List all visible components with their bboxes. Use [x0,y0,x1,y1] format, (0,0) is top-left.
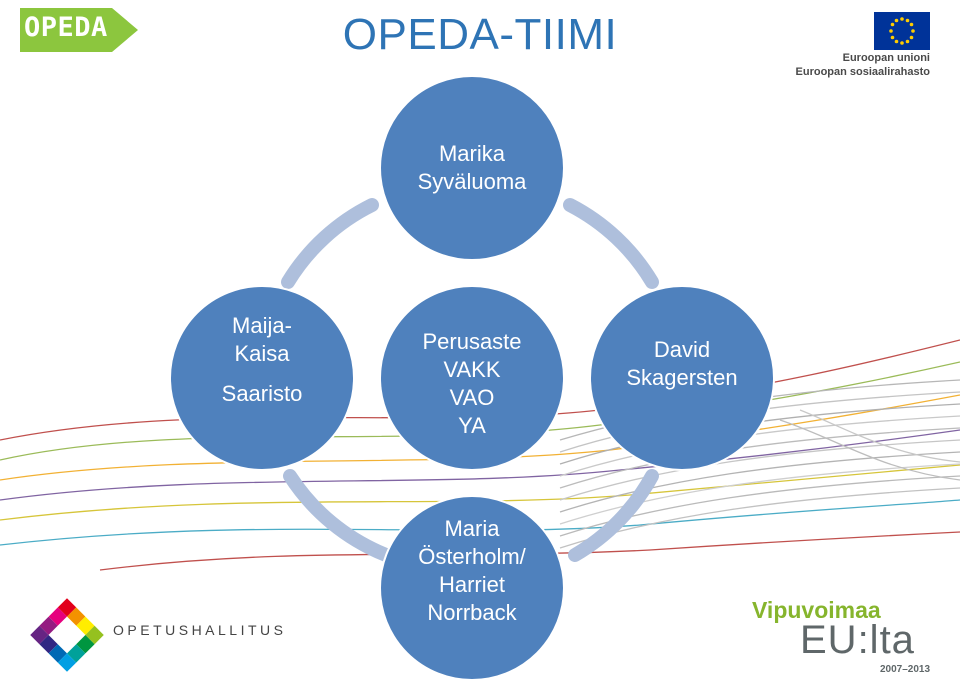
eu-label-fund: Euroopan sosiaalirahasto [795,66,930,78]
circle-right-line: David [653,337,711,362]
connector-bottom-right [568,469,659,562]
opetushallitus-text: OPETUSHALLITUS [113,622,287,638]
circle-center-label: Perusaste VAKK VAO YA [382,328,562,440]
vip-years-text: 2007–2013 [880,664,931,675]
circle-bottom-line: Österholm/ [418,544,526,569]
eulta-text: EU:lta [800,618,915,662]
circle-right [589,285,775,471]
circle-left-line: Saaristo [221,381,303,406]
circle-left-line: Kaisa [234,341,290,366]
circles [169,75,775,681]
connector-bottom-left [283,469,393,562]
circle-left-label: Maija- Kaisa Saaristo [172,312,352,408]
connector-top-right [563,198,659,289]
circle-bottom-line: Maria [444,516,500,541]
circle-center-line: YA [458,413,486,438]
page-title: OPEDA-TIIMI [342,10,618,59]
circle-left [169,285,355,471]
circle-center-line: VAKK [443,357,501,382]
circle-right-label: David Skagersten [592,336,772,392]
circle-center-line: Perusaste [422,329,522,354]
circle-bottom [379,495,565,681]
circle-center [379,285,565,471]
opeda-logo-shape [20,8,138,52]
circle-bottom-label: Maria Österholm/ Harriet Norrback [382,515,562,627]
connector-top-left [281,198,379,289]
vipuvoimaa-text: Vipuvoimaa [752,597,881,623]
circle-right-line: Skagersten [626,365,738,390]
connector-arcs [281,198,659,562]
circle-center-line: VAO [449,385,495,410]
circle-top-label: Marika Syväluoma [382,140,562,196]
circle-left-line: Maija- [232,313,292,338]
circle-bottom-line: Norrback [427,600,517,625]
eu-flag-icon [874,12,930,50]
eu-label-union: Euroopan unioni [842,52,930,64]
circle-top-line: Marika [438,141,505,166]
circle-bottom-line: Harriet [438,572,505,597]
circle-top [379,75,565,261]
opetushallitus-logo-icon [30,598,104,672]
opeda-logo-text: OPEDA [24,12,108,43]
background-waves [0,339,960,571]
circle-top-line: Syväluoma [417,169,527,194]
